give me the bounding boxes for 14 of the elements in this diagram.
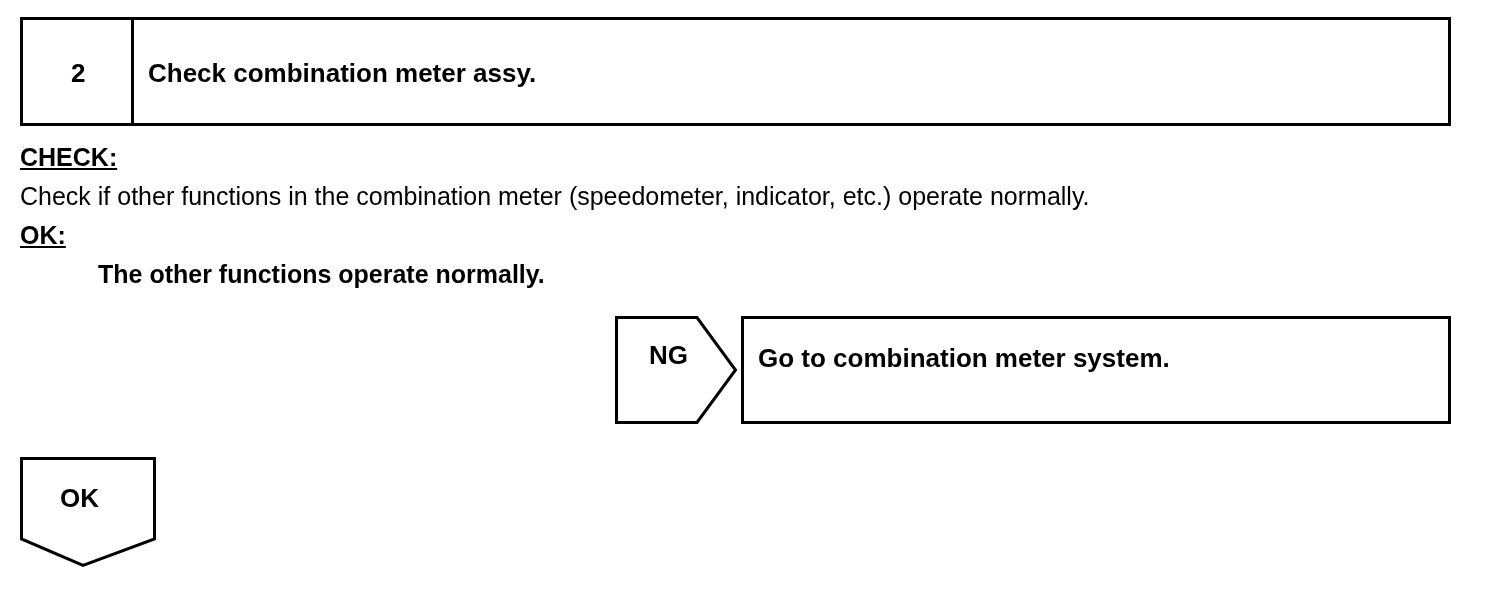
- step-number-box: [20, 17, 134, 126]
- step-title: Check combination meter assy.: [148, 58, 537, 89]
- ng-result-tab: [615, 316, 737, 424]
- expected-result-text: The other functions operate normally.: [98, 260, 545, 289]
- step-number: 2: [71, 58, 86, 89]
- ok-result-tab: [20, 457, 156, 567]
- action-text: Go to combination meter system.: [758, 343, 1170, 374]
- instruction-text: Check if other functions in the combination meter (speedometer, indicator, etc.) operate normally.: [20, 182, 1090, 211]
- step-title-box: [131, 17, 1451, 126]
- action-box: [741, 316, 1451, 424]
- section-heading: OK:: [20, 221, 66, 250]
- result-label: OK: [60, 483, 99, 514]
- result-label: NG: [649, 340, 688, 371]
- section-heading: CHECK:: [20, 143, 118, 172]
